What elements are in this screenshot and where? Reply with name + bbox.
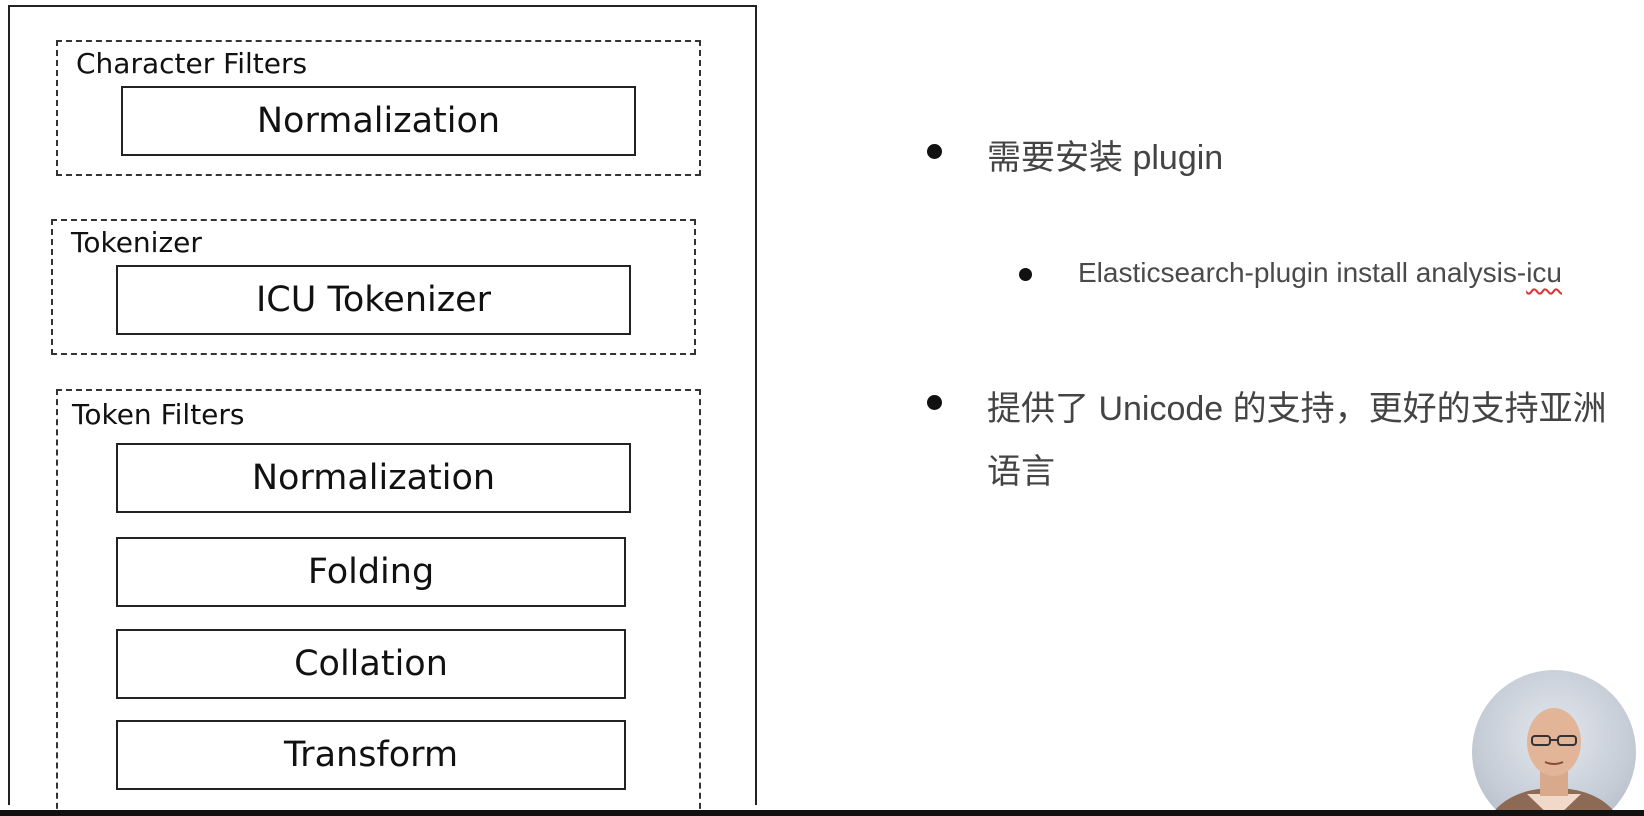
icu-analyzer-diagram: Character Filters Normalization Tokenize… xyxy=(8,5,757,816)
box-folding: Folding xyxy=(116,537,626,607)
bullet-text-install-plugin: 需要安装 plugin xyxy=(987,139,1224,177)
box-normalization-token: Normalization xyxy=(116,443,631,513)
bullet-text-unicode-support-line2: 语言 xyxy=(987,453,1055,491)
bullet-text-unicode-support-line1: 提供了 Unicode 的支持，更好的支持亚洲 xyxy=(987,390,1607,428)
group-tokenizer: Tokenizer ICU Tokenizer xyxy=(51,219,696,355)
bullet-dot-1 xyxy=(927,144,942,159)
box-collation: Collation xyxy=(116,629,626,699)
presenter-portrait-icon xyxy=(1490,708,1618,816)
install-command-prefix: Elasticsearch-plugin install analysis- xyxy=(1078,257,1527,288)
group-title-tokenizer: Tokenizer xyxy=(71,226,202,259)
box-icu-tokenizer: ICU Tokenizer xyxy=(116,265,631,335)
bullet-text-install-command: Elasticsearch-plugin install analysis-ic… xyxy=(1078,257,1562,289)
presenter-webcam xyxy=(1472,670,1636,816)
bottom-bar xyxy=(0,810,1644,816)
box-transform: Transform xyxy=(116,720,626,790)
group-title-token-filters: Token Filters xyxy=(72,398,245,431)
group-character-filters: Character Filters Normalization xyxy=(56,40,701,176)
spellcheck-flagged-word: icu xyxy=(1526,257,1562,288)
box-normalization-char: Normalization xyxy=(121,86,636,156)
group-title-character-filters: Character Filters xyxy=(76,47,308,80)
group-token-filters: Token Filters Normalization Folding Coll… xyxy=(56,389,701,816)
bullet-dot-2 xyxy=(1019,268,1032,281)
bullet-dot-3 xyxy=(927,395,942,410)
